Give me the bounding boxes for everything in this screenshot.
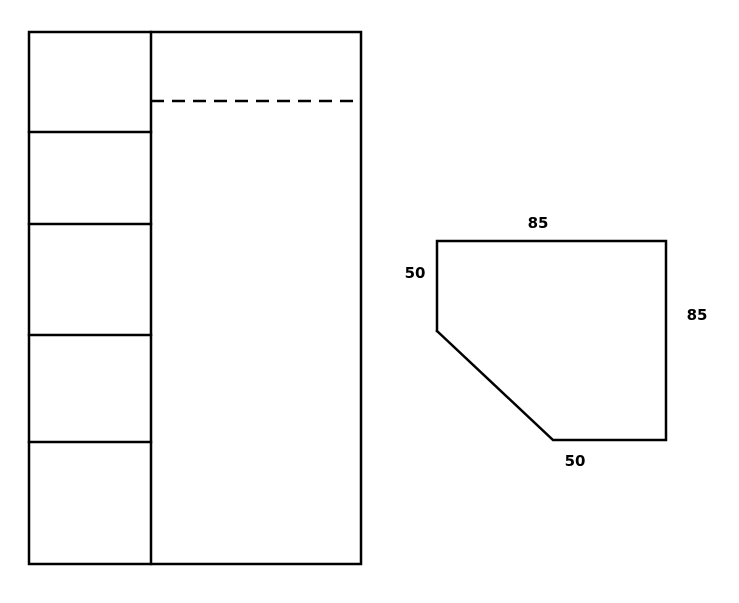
dim-label-right: 85 — [687, 306, 708, 324]
dim-label-top: 85 — [528, 214, 549, 232]
dim-label-bottom: 50 — [565, 452, 586, 470]
pentagon-shape — [435, 239, 668, 442]
pentagon-plan: 85 50 85 50 — [405, 214, 708, 470]
dim-label-left: 50 — [405, 264, 426, 282]
wardrobe-outline — [27, 30, 363, 566]
wardrobe-elevation — [27, 30, 363, 566]
